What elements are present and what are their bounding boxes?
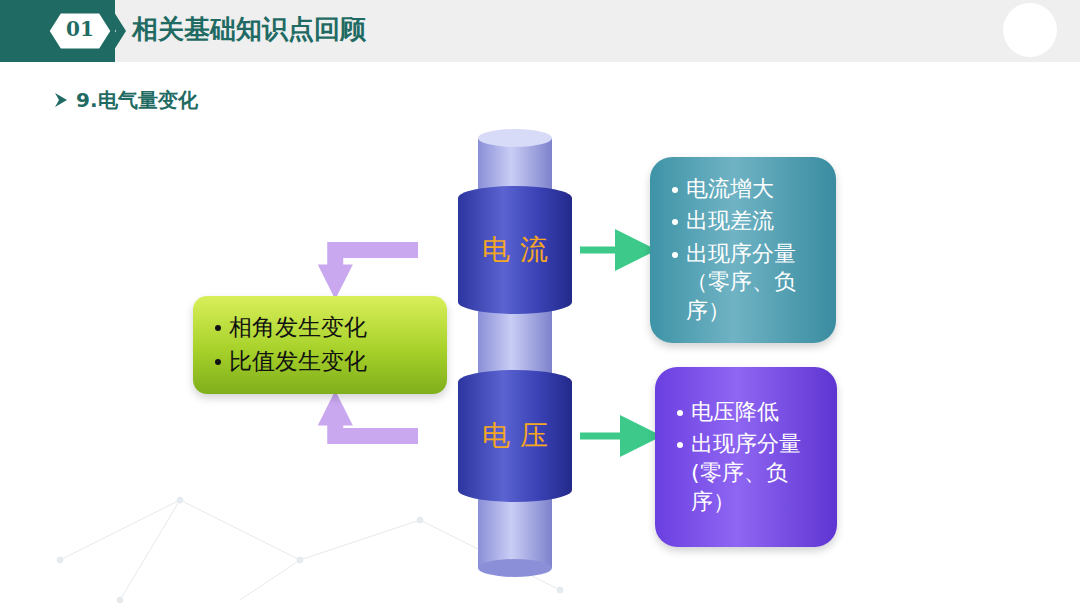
section-subtitle: 9.电气量变化 — [76, 87, 198, 114]
bullet-row: 出现差流 — [672, 207, 820, 236]
section-number: 01 — [48, 17, 112, 41]
bullet-row: 出现序分量 （零序、负序） — [672, 240, 820, 326]
bullet-text: 比值发生变化 — [229, 347, 367, 377]
cylinder-segment: 电流 — [458, 186, 572, 314]
bullet-text: 出现差流 — [686, 207, 774, 236]
result-arrow — [580, 433, 641, 440]
page-title: 相关基础知识点回顾 — [132, 12, 366, 47]
bullet-text: 出现序分量 （零序、负序） — [686, 240, 820, 326]
info-box: 电压降低出现序分量 (零序、负序） — [655, 367, 837, 547]
result-arrow — [580, 247, 636, 254]
header-bar — [0, 0, 1080, 62]
bullet-text: 相角发生变化 — [229, 313, 367, 343]
effect-arrow — [335, 250, 418, 282]
header-chevron — [104, 12, 126, 50]
header-circle — [1003, 3, 1057, 57]
bullet-dot — [672, 219, 678, 225]
bullet-dot — [677, 410, 683, 416]
bullet-dot — [215, 359, 221, 365]
bullet-dot — [672, 187, 678, 193]
bullet-row: 比值发生变化 — [215, 347, 431, 377]
subtitle-arrow — [55, 93, 67, 107]
header-block — [0, 0, 115, 62]
bullet-row: 电压降低 — [677, 398, 821, 427]
cylinder-label: 电流 — [482, 231, 558, 269]
bullet-row: 出现序分量 (零序、负序） — [677, 430, 821, 516]
bullet-dot — [215, 325, 221, 331]
bullet-text: 电压降低 — [691, 398, 779, 427]
bullet-text: 电流增大 — [686, 175, 774, 204]
bullet-dot — [677, 442, 683, 448]
effect-arrow — [335, 408, 418, 436]
info-box: 相角发生变化比值发生变化 — [193, 296, 447, 394]
bullet-dot — [672, 252, 678, 258]
info-box: 电流增大出现差流出现序分量 （零序、负序） — [650, 157, 836, 343]
cylinder-label: 电压 — [482, 417, 558, 455]
bullet-row: 电流增大 — [672, 175, 820, 204]
cylinder-segment: 电压 — [458, 370, 572, 502]
bullet-row: 相角发生变化 — [215, 313, 431, 343]
bullet-text: 出现序分量 (零序、负序） — [691, 430, 821, 516]
badge-hexagon — [48, 12, 112, 50]
